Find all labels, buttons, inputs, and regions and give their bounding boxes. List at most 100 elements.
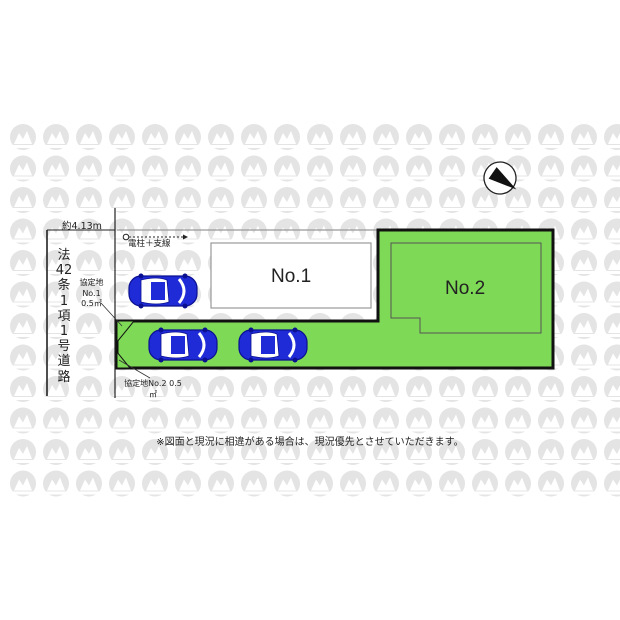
watermark-logo [406, 407, 432, 434]
watermark-logo [274, 439, 300, 465]
watermark-logo [43, 218, 69, 245]
watermark-logo [10, 407, 36, 434]
watermark-logo [406, 124, 432, 150]
watermark-logo [604, 250, 620, 276]
watermark-logo [538, 439, 564, 465]
watermark-logo [10, 155, 36, 182]
watermark-logo [571, 187, 597, 213]
agreement-area-1-label: 協定地No.1 0.5㎡ [79, 278, 104, 308]
watermark-logo [43, 376, 69, 402]
lot1-building [210, 242, 372, 309]
watermark-logo [76, 250, 102, 276]
watermark-logo [241, 439, 267, 465]
watermark-logo [340, 376, 366, 402]
watermark-logo [538, 155, 564, 182]
car-icon [237, 326, 309, 364]
watermark-logo [373, 155, 399, 182]
watermark-logo [340, 187, 366, 213]
watermark-logo [142, 124, 168, 150]
watermark-logo [175, 187, 201, 213]
watermark-logo [274, 376, 300, 402]
watermark-logo [604, 218, 620, 245]
watermark-logo [307, 470, 333, 497]
watermark-logo [43, 407, 69, 434]
watermark-logo [439, 155, 465, 182]
watermark-logo [175, 407, 201, 434]
watermark-logo [604, 470, 620, 497]
north-arrow-icon [483, 161, 517, 195]
utility-pole-icon [122, 233, 130, 241]
watermark-logo [340, 155, 366, 182]
watermark-logo [571, 218, 597, 245]
watermark-logo [43, 470, 69, 497]
watermark-logo [10, 376, 36, 402]
watermark-logo [43, 344, 69, 371]
watermark-logo [274, 470, 300, 497]
watermark-logo [10, 470, 36, 497]
watermark-logo [604, 155, 620, 182]
watermark-logo [10, 187, 36, 213]
watermark-logo [208, 407, 234, 434]
watermark-logo [175, 376, 201, 402]
watermark-logo [208, 155, 234, 182]
watermark-logo [241, 407, 267, 434]
watermark-logo [175, 124, 201, 150]
watermark-logo [274, 124, 300, 150]
watermark-logo [472, 439, 498, 465]
watermark-logo [76, 124, 102, 150]
watermark-logo [10, 124, 36, 150]
agreement-area-2-label: 協定地No.2 0.5㎡ [124, 379, 182, 399]
watermark-logo [604, 313, 620, 339]
agreement-area-1 [116, 320, 136, 344]
watermark-logo [208, 187, 234, 213]
watermark-logo [538, 407, 564, 434]
watermark-logo [373, 124, 399, 150]
watermark-logo [307, 218, 333, 245]
road-label: 法42条1項1号道路 [55, 248, 73, 385]
watermark-logo [142, 407, 168, 434]
watermark-logo [142, 155, 168, 182]
watermark-logo [472, 187, 498, 213]
car-icon [127, 272, 199, 310]
watermark-logo [10, 281, 36, 308]
watermark-logo [76, 187, 102, 213]
agreement1-leader [100, 302, 123, 327]
watermark-logo [175, 470, 201, 497]
utility-pole-label: 電柱＋支線 [128, 239, 171, 249]
watermark-logo [142, 218, 168, 245]
watermark-logo [142, 250, 168, 276]
watermark-logo [505, 439, 531, 465]
watermark-logo [76, 407, 102, 434]
watermark-logo [604, 281, 620, 308]
watermark-logo [109, 439, 135, 465]
watermark-logo [208, 376, 234, 402]
watermark-logo [439, 376, 465, 402]
watermark-logo [307, 187, 333, 213]
watermark-logo [340, 439, 366, 465]
watermark-logo [43, 155, 69, 182]
watermark-logo [472, 124, 498, 150]
watermark-logo [538, 124, 564, 150]
watermark-logo [10, 313, 36, 339]
watermark-logo [307, 407, 333, 434]
watermark-logo [109, 407, 135, 434]
watermark-logo [571, 407, 597, 434]
watermark-logo [109, 470, 135, 497]
lot2-building [390, 242, 542, 334]
watermark-logo [406, 376, 432, 402]
watermark-logo [340, 124, 366, 150]
watermark-logo [604, 439, 620, 465]
watermark-logo [142, 187, 168, 213]
watermark-logo [175, 439, 201, 465]
watermark-logo [571, 250, 597, 276]
watermark-logo [76, 470, 102, 497]
watermark-logo [142, 470, 168, 497]
watermark-logo [571, 281, 597, 308]
watermark-logo [307, 376, 333, 402]
watermark-logo [340, 218, 366, 245]
watermark-logo [208, 470, 234, 497]
watermark-logo [571, 376, 597, 402]
watermark-logo [505, 376, 531, 402]
watermark-logo [571, 470, 597, 497]
watermark-logo [142, 439, 168, 465]
